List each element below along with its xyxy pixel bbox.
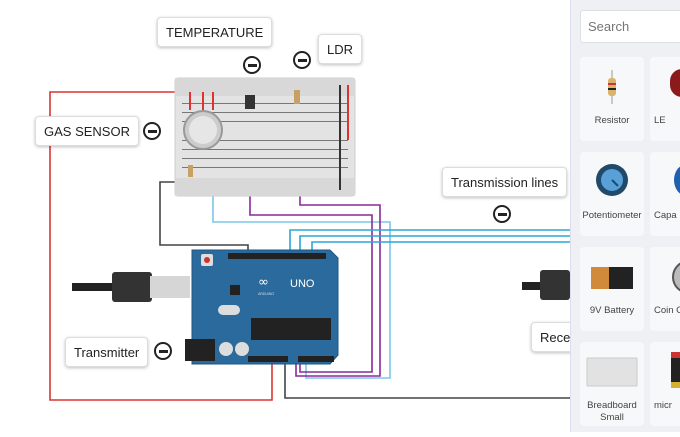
component-coin-cell[interactable]: Coin C Bat [650, 247, 680, 331]
component-label: Coin C Bat [654, 305, 680, 316]
component-capacitor[interactable]: Capa [650, 152, 680, 236]
remove-transmitter-icon[interactable] [154, 342, 172, 360]
arduino-maker: ARDUINO [258, 292, 274, 296]
component-breadboard-small[interactable]: Breadboard Small [580, 342, 644, 426]
component-label: Resistor [594, 115, 630, 126]
component-potentiometer[interactable]: Potentiometer [580, 152, 644, 236]
temperature-sensor [245, 95, 255, 109]
callout-transmitter[interactable]: Transmitter [65, 337, 149, 367]
potentiometer-icon [580, 162, 644, 202]
callout-label: GAS SENSOR [44, 123, 130, 139]
wire-red [49, 91, 273, 401]
wire-tx-3 [311, 241, 570, 250]
callout-label: Rece [540, 329, 571, 345]
circuit-drawing: ∞ UNO ARDUINO [49, 77, 570, 401]
component-resistor[interactable]: Resistor [580, 57, 644, 141]
wire-tx-1 [289, 229, 570, 250]
callout-label: LDR [327, 41, 354, 57]
microbit-icon [650, 352, 680, 392]
breadboard[interactable] [174, 77, 356, 197]
led-icon [650, 67, 680, 107]
search-input[interactable] [580, 10, 680, 43]
component-label: LE [654, 115, 666, 126]
resistor-icon [580, 67, 644, 107]
remove-ldr-icon[interactable] [293, 51, 311, 69]
arduino-brand: UNO [290, 278, 315, 290]
wire-dark-gnd [284, 363, 570, 399]
component-led[interactable]: LE [650, 57, 680, 141]
component-label: Potentiometer [582, 210, 642, 221]
callout-label: Transmitter [74, 344, 140, 360]
coin-cell-icon [650, 257, 680, 297]
callout-label: Transmission lines [451, 174, 559, 190]
ldr-resistor [294, 90, 300, 104]
component-label: Capa [654, 210, 677, 221]
arduino-uno[interactable]: ∞ UNO ARDUINO [185, 249, 339, 365]
callout-temperature[interactable]: TEMPERATURE [157, 17, 273, 47]
remove-temperature-icon[interactable] [243, 56, 261, 74]
components-panel: Resistor LE Potentiometer Capa 9V Batter… [570, 0, 680, 432]
usb-cable [72, 272, 190, 302]
arduino-infinity-logo: ∞ [258, 275, 269, 290]
breadboard-icon [580, 352, 644, 392]
callout-label: TEMPERATURE [166, 24, 264, 40]
wire-tx-2 [299, 235, 570, 250]
component-label: 9V Battery [589, 305, 635, 316]
battery-9v-icon [580, 257, 644, 297]
remove-transmission-lines-icon[interactable] [493, 205, 511, 223]
component-label: micr [654, 400, 672, 411]
callout-ldr[interactable]: LDR [318, 34, 363, 64]
circuit-canvas[interactable]: ∞ UNO ARDUINO TEMPERATURE LDR GAS SENSOR… [0, 0, 580, 432]
receiver-plug [522, 270, 570, 300]
capacitor-icon [650, 162, 680, 202]
wire-purple-1 [249, 110, 373, 373]
callout-gas-sensor[interactable]: GAS SENSOR [35, 116, 139, 146]
callout-transmission-lines[interactable]: Transmission lines [442, 167, 568, 197]
remove-gas-sensor-icon[interactable] [143, 122, 161, 140]
component-label: Breadboard Small [587, 400, 637, 423]
component-9v-battery[interactable]: 9V Battery [580, 247, 644, 331]
component-microbit[interactable]: micr [650, 342, 680, 426]
